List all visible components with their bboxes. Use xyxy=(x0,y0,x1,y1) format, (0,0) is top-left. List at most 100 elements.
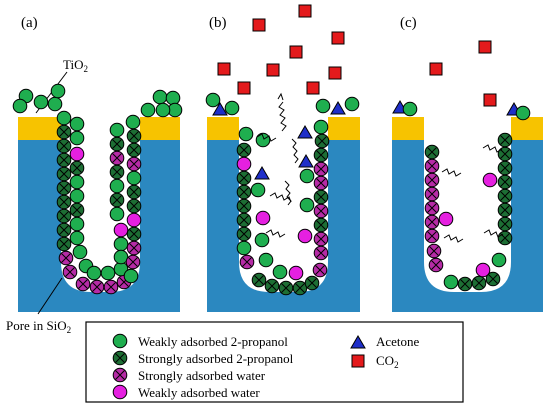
strong-propanol-molecule xyxy=(424,144,440,160)
weak-propanol-molecule xyxy=(344,96,360,112)
strong-propanol-molecule xyxy=(126,198,142,214)
strong-water-molecule xyxy=(125,254,141,270)
weak-propanol-molecule xyxy=(313,119,329,135)
weak-propanol-molecule xyxy=(109,122,125,138)
legend-acetone: Acetone xyxy=(376,334,420,349)
tio2-layer xyxy=(328,117,360,140)
strong-water-icon xyxy=(112,367,128,383)
panel-c: (c) xyxy=(392,15,543,312)
legend-co2: CO2 xyxy=(376,353,399,370)
strong-propanol-molecule xyxy=(236,212,252,228)
strong-propanol-molecule xyxy=(56,236,72,252)
strong-propanol-molecule xyxy=(56,208,72,224)
strong-water-molecule xyxy=(313,245,329,261)
weak-propanol-molecule xyxy=(443,274,459,290)
strong-propanol-molecule xyxy=(236,170,252,186)
co2-molecule xyxy=(478,40,492,54)
strong-propanol-molecule xyxy=(251,272,267,288)
weak-propanol-molecule xyxy=(69,116,85,132)
strong-propanol-molecule xyxy=(278,280,294,296)
weak-propanol-molecule xyxy=(299,197,315,213)
panel-label: (a) xyxy=(21,15,38,31)
strong-propanol-molecule xyxy=(497,188,513,204)
tio2-layer xyxy=(18,117,61,140)
co2-molecule xyxy=(289,45,303,59)
strong-propanol-molecule xyxy=(69,160,85,176)
co2-molecule xyxy=(252,18,266,32)
strong-propanol-molecule xyxy=(56,180,72,196)
weak-propanol-molecule xyxy=(125,114,141,130)
strong-propanol-molecule xyxy=(313,147,329,163)
strong-propanol-molecule xyxy=(126,184,142,200)
strong-water-molecule xyxy=(313,175,329,191)
weak-propanol-molecule xyxy=(56,110,72,126)
photon-squiggle xyxy=(441,168,462,177)
weak-propanol-molecule xyxy=(258,252,274,268)
strong-water-molecule xyxy=(426,243,442,259)
weak-propanol-molecule xyxy=(491,252,507,268)
strong-propanol-molecule xyxy=(497,202,513,218)
acetone-molecule xyxy=(330,101,346,115)
strong-water-molecule xyxy=(313,231,329,247)
weak-water-molecule xyxy=(69,146,85,162)
weak-propanol-molecule xyxy=(113,236,129,252)
tio2-layer xyxy=(511,117,543,140)
weak-water-molecule xyxy=(255,210,271,226)
weak-propanol-molecule xyxy=(12,98,28,114)
weak-water-molecule xyxy=(113,222,129,238)
weak-propanol-molecule xyxy=(254,232,270,248)
strong-water-molecule xyxy=(62,264,78,280)
co2-molecule xyxy=(328,66,342,80)
tio2-label: TiO2 xyxy=(63,57,88,74)
co2-molecule xyxy=(483,93,497,107)
strong-propanol-molecule xyxy=(457,276,473,292)
weak-propanol-molecule xyxy=(238,126,254,142)
weak-propanol-molecule xyxy=(165,90,181,106)
strong-propanol-molecule xyxy=(56,124,72,140)
weak-propanol-molecule xyxy=(515,105,531,121)
strong-propanol-molecule xyxy=(126,226,142,242)
co2-molecule xyxy=(217,62,231,76)
weak-water-molecule xyxy=(126,212,142,228)
co2-molecule xyxy=(306,81,320,95)
photon-squiggle xyxy=(269,192,292,203)
strong-propanol-molecule xyxy=(264,278,280,294)
weak-propanol-molecule xyxy=(72,244,88,260)
strong-propanol-molecule xyxy=(126,142,142,158)
strong-water-molecule xyxy=(58,250,74,266)
strong-propanol-molecule xyxy=(314,133,330,149)
weak-propanol-molecule xyxy=(315,98,331,114)
panel-label: (b) xyxy=(209,15,227,31)
panel-a: (a) TiO2 Pore in SiO2 xyxy=(6,15,183,335)
strong-water-molecule xyxy=(424,228,440,244)
strong-water-molecule xyxy=(75,276,91,292)
strong-water-molecule xyxy=(103,279,119,295)
strong-propanol-molecule xyxy=(69,202,85,218)
strong-water-molecule xyxy=(126,156,142,172)
strong-propanol-molecule xyxy=(497,160,513,176)
tio2-layer xyxy=(207,117,239,140)
strong-propanol-molecule xyxy=(56,222,72,238)
strong-propanol-molecule xyxy=(56,152,72,168)
legend-weak-propanol: Weakly adsorbed 2-propanol xyxy=(138,334,288,349)
weak-water-icon xyxy=(112,384,128,400)
strong-propanol-molecule xyxy=(304,275,320,291)
pore-pointer xyxy=(37,277,63,315)
weak-propanol-molecule xyxy=(250,182,266,198)
weak-water-molecule xyxy=(288,265,304,281)
weak-water-molecule xyxy=(482,172,498,188)
weak-propanol-molecule xyxy=(272,264,288,280)
weak-propanol-molecule xyxy=(69,188,85,204)
strong-propanol-molecule xyxy=(471,275,487,291)
strong-water-molecule xyxy=(424,186,440,202)
panel-b: (b) xyxy=(205,4,360,312)
weak-propanol-molecule xyxy=(100,265,116,281)
strong-propanol-molecule xyxy=(109,192,125,208)
strong-propanol-molecule xyxy=(236,226,252,242)
photon-squiggle xyxy=(256,133,277,142)
pore xyxy=(424,117,511,292)
strong-water-molecule xyxy=(126,240,142,256)
strong-propanol-molecule xyxy=(497,230,513,246)
photon-squiggle xyxy=(291,138,299,164)
